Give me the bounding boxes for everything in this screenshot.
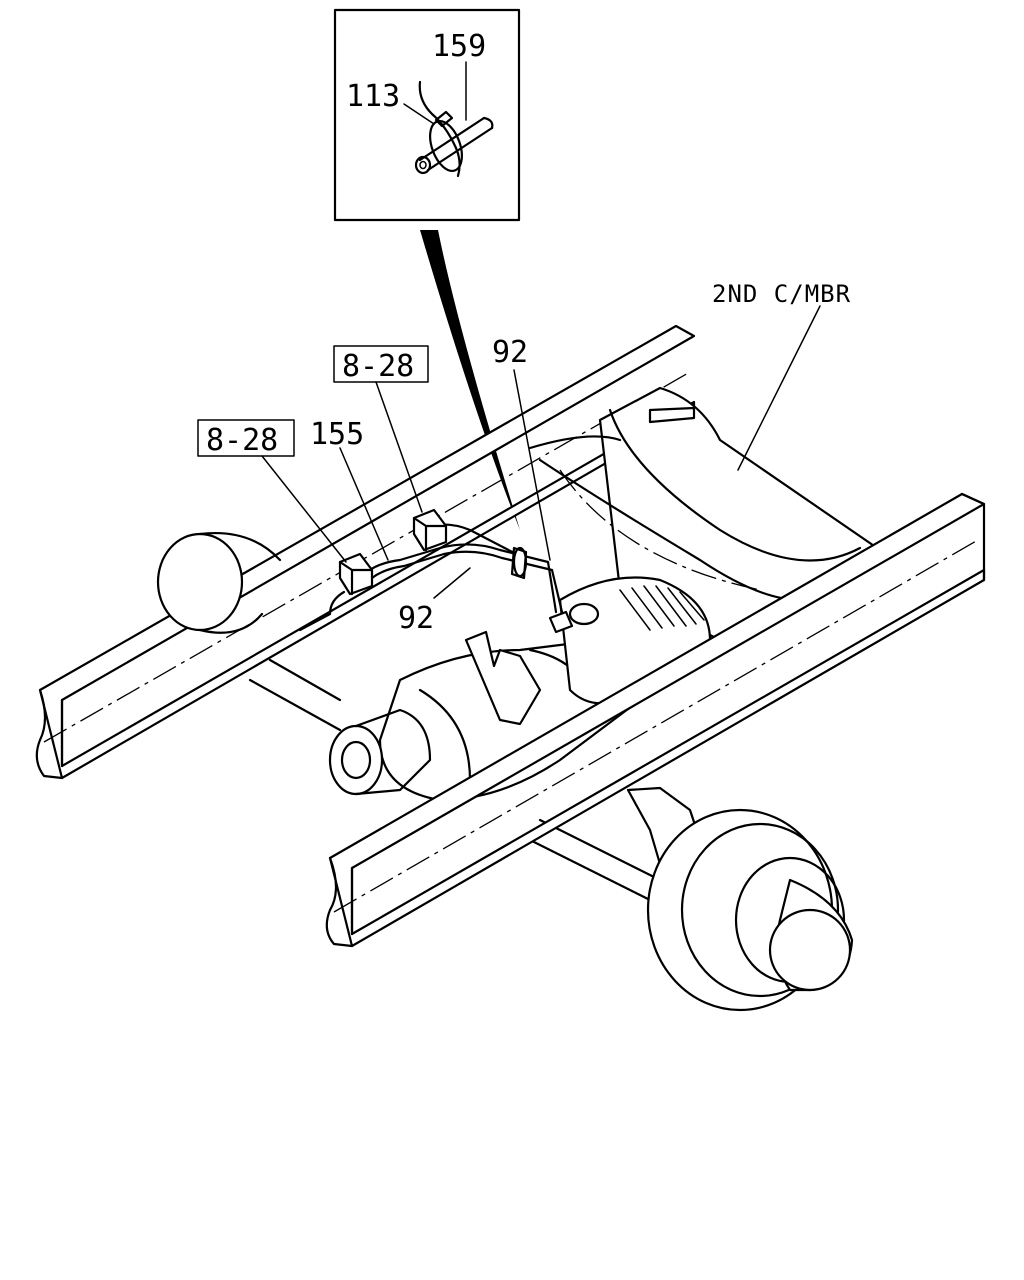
drum-ribs [619, 585, 705, 631]
left-frame-rail [35, 324, 696, 780]
ref-box-upper: 8-28 [333, 345, 429, 384]
ref-box-left: 8-28 [197, 419, 295, 458]
inset-frame [333, 8, 521, 222]
right-wheel-hub [626, 786, 854, 1012]
right-frame-rail [325, 492, 986, 948]
label-159: 159 [432, 29, 486, 64]
label-155: 155 [310, 417, 364, 452]
ref-label-left: 8-28 [206, 423, 278, 458]
label-92-upper: 92 [492, 335, 528, 370]
leaders [261, 305, 821, 599]
leader-113 [403, 103, 435, 125]
sensor-connector-lower [548, 602, 600, 634]
inset-clip [429, 110, 463, 172]
axle-assembly [156, 532, 712, 902]
label-crossmember: 2ND C/MBR [712, 280, 851, 308]
inset-detail: 159 113 [333, 8, 521, 222]
wheel-speed-sensor-left [338, 552, 374, 596]
detail-pointer [420, 230, 520, 530]
inset-wire [418, 80, 461, 178]
label-92-lower: 92 [398, 601, 434, 636]
label-113: 113 [346, 79, 400, 114]
wheel-speed-sensor-upper [412, 508, 448, 552]
ref-label-upper: 8-28 [342, 349, 414, 384]
